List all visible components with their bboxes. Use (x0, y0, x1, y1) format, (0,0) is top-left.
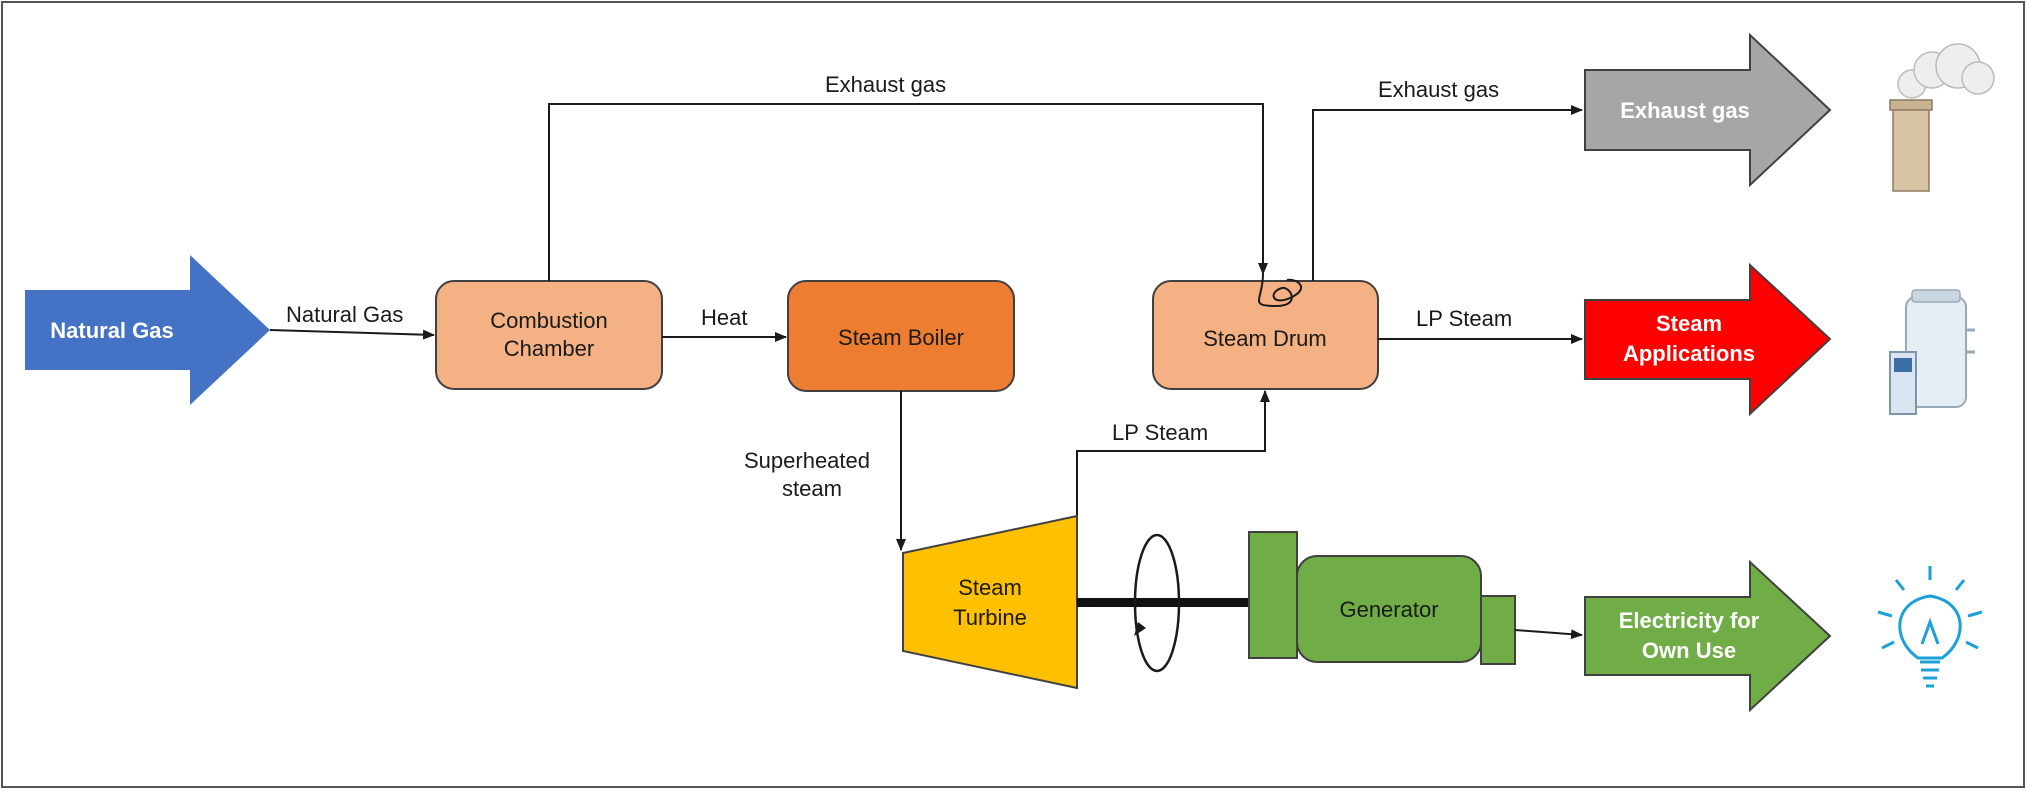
steam-boiler: Steam Boiler (787, 280, 1015, 392)
combustion-chamber: Combustion Chamber (435, 280, 663, 390)
lp-steam-out-label: LP Steam (1416, 306, 1512, 331)
steam-drum-coil-icon (1258, 273, 1303, 308)
lightbulb-icon (1877, 566, 1983, 688)
exhaust-gas-right-line (1312, 105, 1583, 281)
generator-rear-cap (1480, 595, 1516, 665)
superheated-steam-label-line2: steam (782, 476, 842, 501)
electricity-label-line1: Electricity for (1619, 608, 1760, 633)
steam-turbine-label-line1: Steam (958, 575, 1022, 600)
generator-label: Generator (1339, 597, 1438, 622)
steam-applications-label-line1: Steam (1656, 311, 1722, 336)
combustion-chamber-label-line2: Chamber (504, 336, 594, 361)
natural-gas-flow-label: Natural Gas (286, 302, 403, 327)
generator: Generator (1248, 531, 1516, 665)
steam-applications-arrow-shape (1584, 262, 1832, 417)
natural-gas-arrow-label: Natural Gas (50, 318, 174, 343)
superheated-steam-label-line1: Superheated (744, 448, 870, 473)
natural-gas-flow-line (269, 329, 435, 340)
steam-turbine-label-line2: Turbine (953, 605, 1027, 630)
steam-applications-output-arrow: Steam Applications (1584, 262, 1832, 417)
exhaust-gas-top-label: Exhaust gas (825, 72, 946, 97)
boiler-tank-icon (1889, 289, 1975, 415)
exhaust-gas-top-line (548, 103, 1268, 281)
electricity-output-arrow: Electricity for Own Use (1584, 559, 1832, 713)
electricity-label-line2: Own Use (1642, 638, 1736, 663)
rotation-icon (1133, 533, 1181, 673)
exhaust-gas-arrow-label: Exhaust gas (1620, 98, 1750, 123)
steam-turbine-shape (902, 514, 1078, 690)
combustion-chamber-label-line1: Combustion (490, 308, 607, 333)
combustion-chamber-box (435, 280, 663, 390)
lp-steam-turbine-line (1076, 390, 1270, 516)
lp-steam-turbine-label: LP Steam (1112, 420, 1208, 445)
electricity-arrow-shape (1584, 559, 1832, 713)
heat-flow-label: Heat (701, 305, 747, 330)
steam-turbine: Steam Turbine (902, 514, 1078, 690)
exhaust-gas-right-label: Exhaust gas (1378, 77, 1499, 102)
natural-gas-arrow-shape (25, 255, 270, 405)
steam-drum-label: Steam Drum (1203, 326, 1326, 351)
exhaust-gas-output-arrow: Exhaust gas (1584, 32, 1832, 188)
electricity-flow-line (1514, 629, 1583, 640)
turbine-generator-shaft (1077, 598, 1249, 607)
steam-drum-box (1152, 280, 1379, 390)
exhaust-gas-arrow-shape (1584, 32, 1832, 188)
steam-applications-label-line2: Applications (1623, 341, 1755, 366)
generator-front-plate (1248, 531, 1298, 659)
chimney-smoke-icon (1889, 43, 1995, 192)
steam-drum: Steam Drum (1152, 273, 1379, 390)
natural-gas-input-arrow: Natural Gas (25, 255, 270, 405)
steam-boiler-label: Steam Boiler (838, 325, 964, 350)
